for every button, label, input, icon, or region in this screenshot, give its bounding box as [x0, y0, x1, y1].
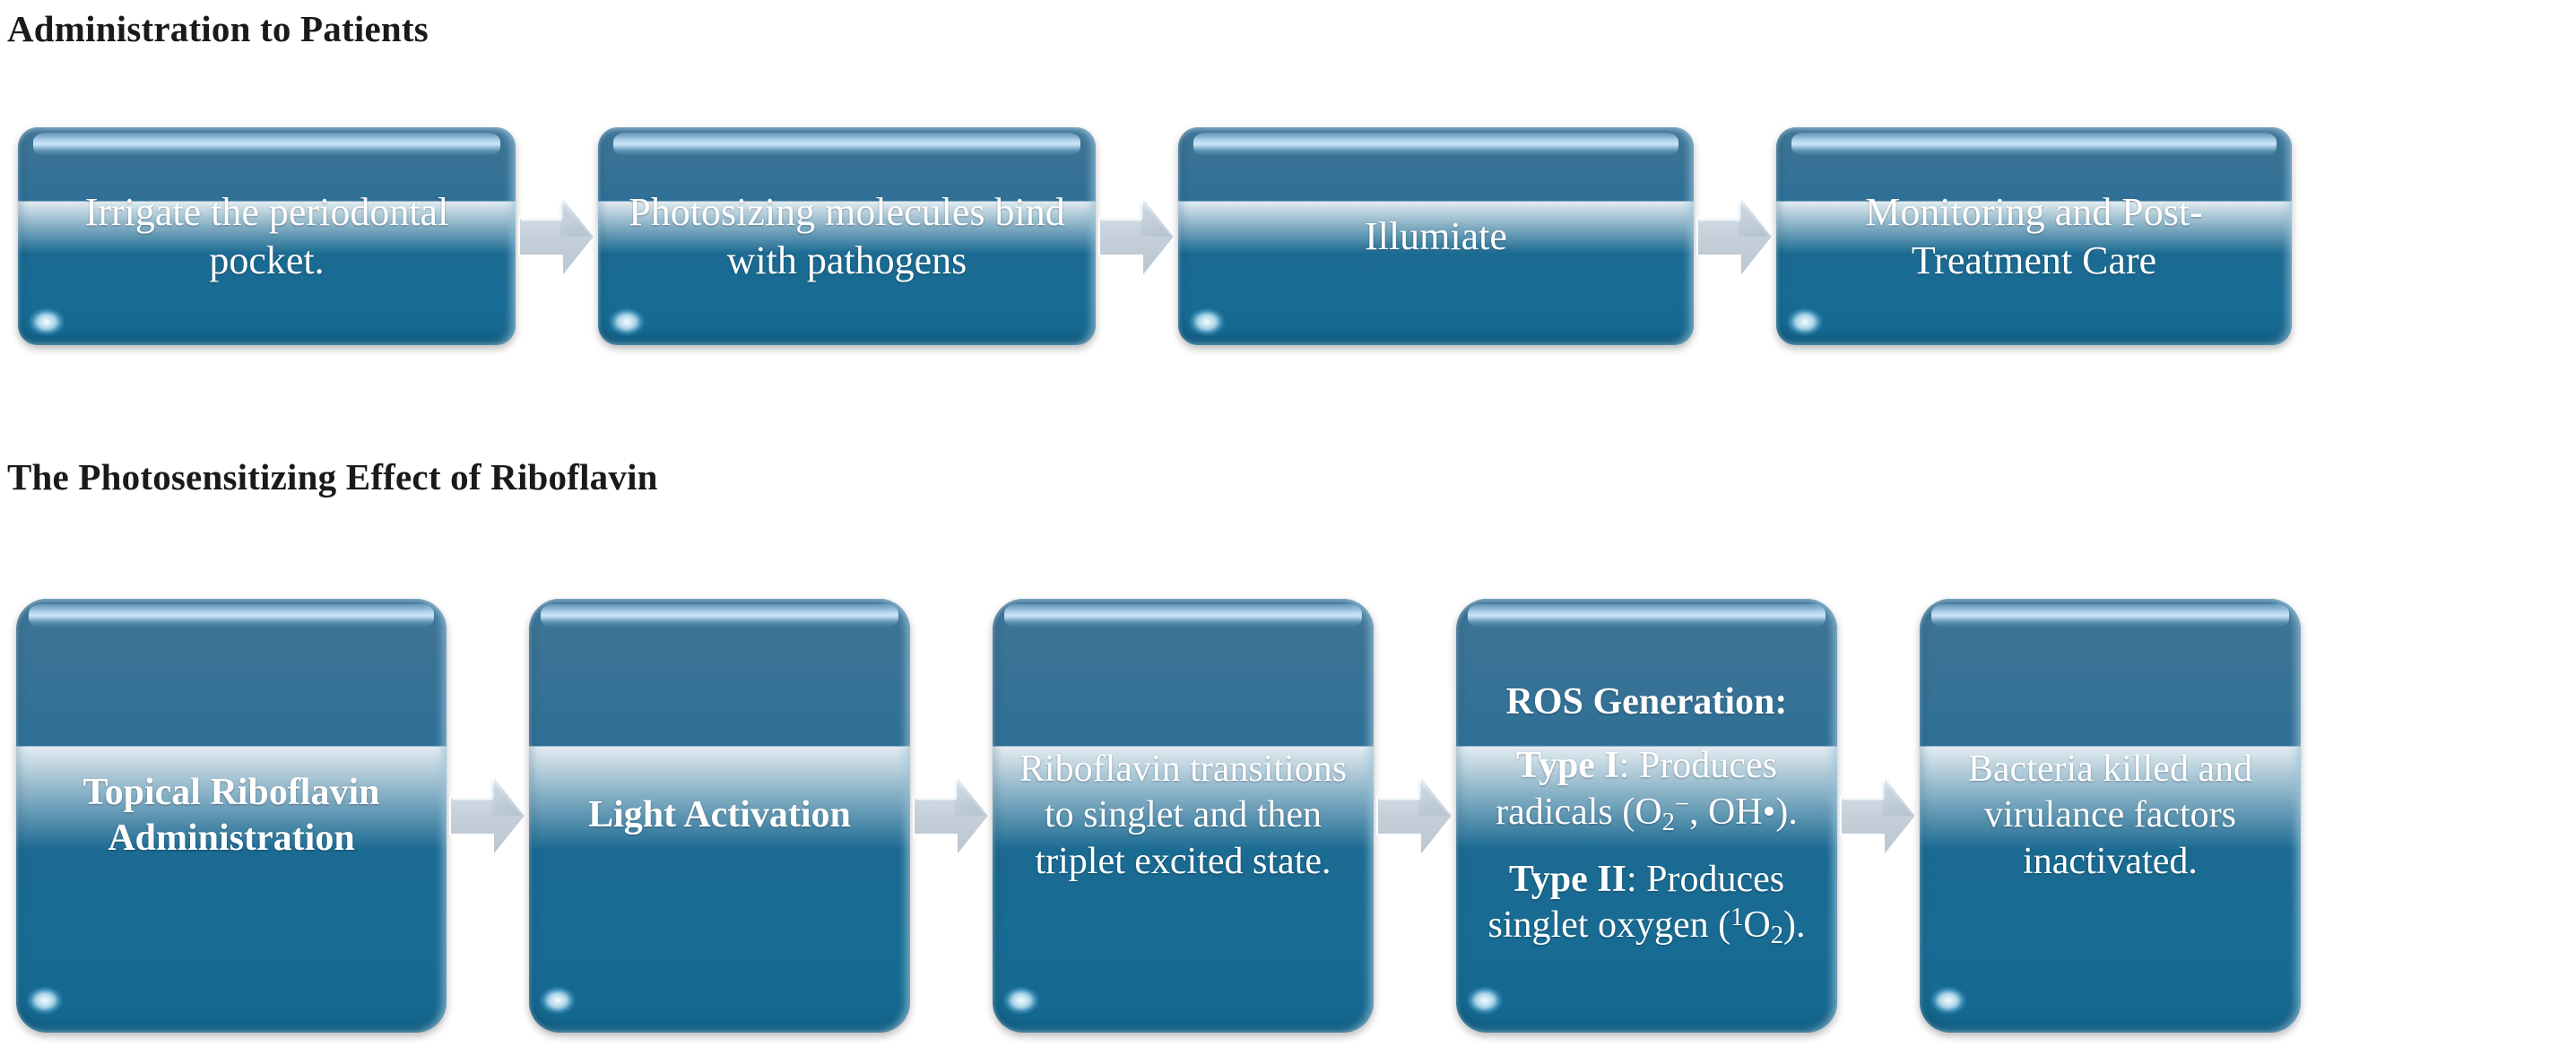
right-arrow-icon — [1837, 772, 1920, 860]
flow-node-label: Topical Riboflavin Administration — [82, 771, 380, 859]
flow-node-light-activation[interactable]: Light Activation — [529, 599, 910, 1033]
flow-node-illuminate[interactable]: Illumiate — [1178, 127, 1694, 345]
corner-highlight — [23, 302, 79, 340]
flow-node-label: Irrigate the periodontal pocket. — [84, 189, 449, 282]
corner-highlight — [1184, 302, 1239, 340]
right-arrow-icon — [516, 193, 598, 281]
section-title-riboflavin: The Photosensitizing Effect of Riboflavi… — [7, 456, 658, 498]
flow-node-label: Monitoring and Post-Treatment Care — [1865, 189, 2203, 282]
corner-highlight — [1461, 981, 1528, 1027]
right-arrow-icon — [1374, 772, 1456, 860]
flow-node-label-ros: ROS Generation: Type I: Produces radical… — [1456, 679, 1837, 952]
ros-heading: ROS Generation: — [1505, 681, 1788, 723]
corner-highlight — [1925, 981, 1991, 1027]
flow-row-riboflavin: Topical Riboflavin Administration Light … — [16, 599, 2558, 1033]
flow-node-bacteria-killed[interactable]: Bacteria killed and virulance factors in… — [1920, 599, 2301, 1033]
corner-highlight — [534, 981, 601, 1027]
right-arrow-icon — [910, 772, 993, 860]
corner-highlight — [1782, 302, 1837, 340]
flow-node-ros-generation[interactable]: ROS Generation: Type I: Produces radical… — [1456, 599, 1837, 1033]
ros-type-ii: Type II: Produces singlet oxygen (1O2). — [1487, 858, 1806, 949]
flow-row-administration: Irrigate the periodontal pocket. — [18, 127, 2558, 345]
corner-highlight — [603, 302, 659, 340]
flow-node-topical-riboflavin[interactable]: Topical Riboflavin Administration — [16, 599, 447, 1033]
right-arrow-icon — [1694, 193, 1776, 281]
flow-node-photosizing[interactable]: Photosizing molecules bind with pathogen… — [598, 127, 1096, 345]
right-arrow-icon — [447, 772, 529, 860]
section-title-administration: Administration to Patients — [7, 8, 429, 49]
flow-node-irrigate[interactable]: Irrigate the periodontal pocket. — [18, 127, 516, 345]
corner-highlight — [998, 981, 1064, 1027]
ros-type-i: Type I: Produces radicals (O2−, OH•). — [1496, 745, 1798, 836]
flow-node-label: Illumiate — [1365, 213, 1507, 258]
flow-node-label: Bacteria killed and virulance factors in… — [1967, 748, 2253, 882]
right-arrow-icon — [1096, 193, 1178, 281]
corner-highlight — [22, 981, 88, 1027]
flow-node-label: Riboflavin transitions to singlet and th… — [1019, 748, 1348, 882]
flow-node-riboflavin-transitions[interactable]: Riboflavin transitions to singlet and th… — [993, 599, 1374, 1033]
flow-node-monitoring[interactable]: Monitoring and Post-Treatment Care — [1776, 127, 2292, 345]
flow-node-label: Light Activation — [588, 794, 851, 836]
flow-node-label: Photosizing molecules bind with pathogen… — [629, 189, 1065, 282]
